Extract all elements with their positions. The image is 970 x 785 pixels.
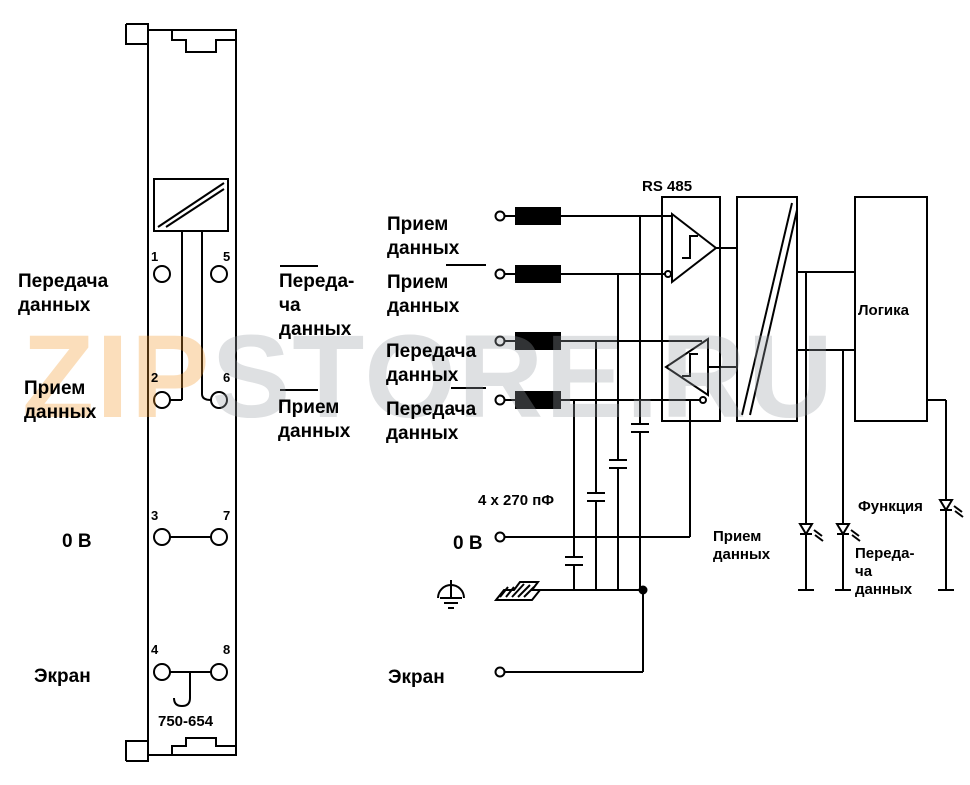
left-zero-label: 0 В xyxy=(62,531,92,552)
input-terminals xyxy=(494,210,516,678)
isolation-block xyxy=(736,196,798,422)
logic-label: Логика xyxy=(858,302,910,319)
signal-lines xyxy=(504,215,702,673)
led-tx-label: Переда- ча данных xyxy=(855,545,915,598)
module-terminals xyxy=(153,265,228,708)
right-shield-label: Экран xyxy=(388,667,445,688)
logic-block xyxy=(854,196,928,422)
left-shield-label: Экран xyxy=(34,666,91,687)
pin-number: 5 xyxy=(223,249,231,264)
pin-number: 3 xyxy=(151,508,159,523)
led-rx-label: Прием данных xyxy=(713,528,771,563)
din-rail-symbol xyxy=(493,581,543,601)
logic-lines xyxy=(797,271,954,591)
mid-rx-inv-label: Прием данных xyxy=(278,397,351,442)
right-zero-label: 0 В xyxy=(453,533,483,554)
led-rx xyxy=(798,523,824,542)
led-func xyxy=(938,499,964,518)
earth-symbol xyxy=(437,580,465,609)
capacitor-label: 4 x 270 пФ xyxy=(478,492,555,509)
pin-number: 6 xyxy=(223,370,231,385)
left-rx-label: Прием данных xyxy=(24,378,97,423)
capacitors xyxy=(565,423,649,566)
overbars xyxy=(280,264,486,391)
led-func-label: Функция xyxy=(858,498,923,515)
pin-number: 8 xyxy=(223,642,231,657)
led-tx xyxy=(835,523,861,542)
mid-tx-inv-label: Переда- ча данных xyxy=(279,271,355,340)
right-tx-inv-label: Передача данных xyxy=(386,399,477,444)
right-tx-label: Передача данных xyxy=(386,341,477,386)
right-rx-inv-label: Прием данных xyxy=(387,272,460,317)
right-rx-label: Прием данных xyxy=(387,214,460,259)
module-id: 750-654 xyxy=(158,713,214,730)
module-converter-block xyxy=(153,178,229,268)
junction-dot xyxy=(638,585,648,595)
rs485-label: RS 485 xyxy=(642,178,693,195)
pin-number: 7 xyxy=(223,508,231,523)
rs485-transceiver xyxy=(661,196,737,422)
pin-number: 4 xyxy=(151,642,159,657)
pin-number: 2 xyxy=(151,370,159,385)
filter-chokes xyxy=(515,207,561,409)
pin-number: 1 xyxy=(151,249,159,264)
module-housing xyxy=(125,23,237,762)
left-tx-label: Передача данных xyxy=(18,271,109,316)
